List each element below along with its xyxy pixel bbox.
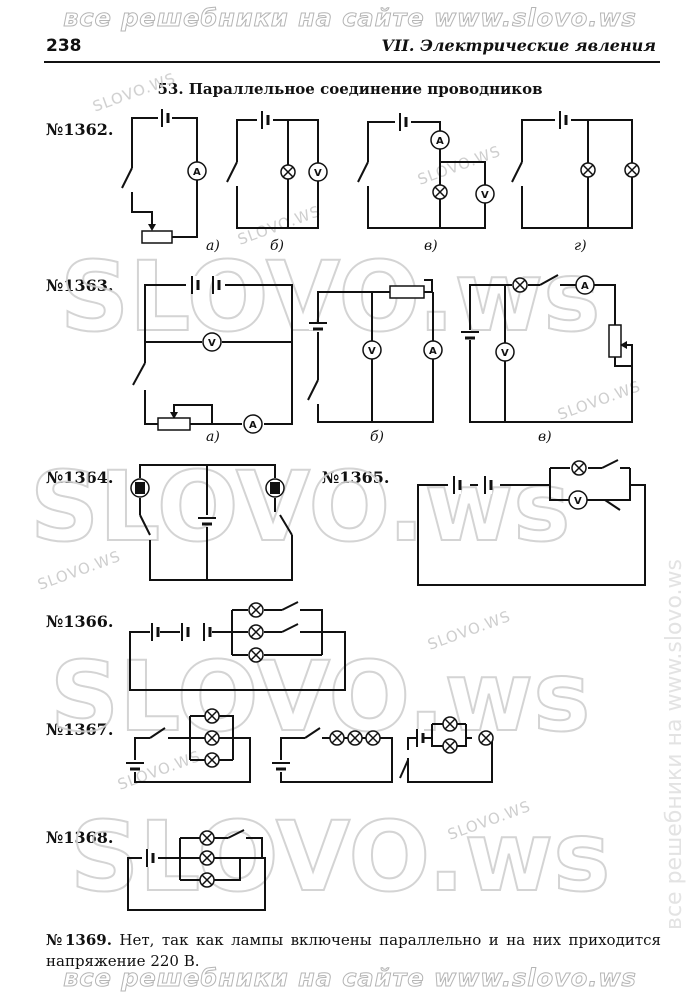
- problem-number-1364: №1364.: [46, 468, 114, 487]
- problem-number-1369: №1369.: [46, 931, 112, 949]
- watermark-bottom-banner: все решебники на сайте www.slovo.ws: [63, 964, 637, 993]
- voltmeter-label: V: [314, 168, 322, 179]
- watermark-small-2: SLOVO.WS: [415, 142, 503, 189]
- caption-1363-a: а): [206, 429, 220, 445]
- caption-1363-v: в): [538, 429, 552, 445]
- watermark-layer: SLOVO.ws SLOVO.ws SLOVO.ws SLOVO.ws SLOV…: [29, 69, 643, 914]
- caption-1362-g: г): [574, 238, 587, 254]
- watermark-top-banner: все решебники на сайте www.slovo.ws: [63, 4, 637, 33]
- caption-1363-b: б): [370, 429, 384, 445]
- voltmeter-label: V: [208, 338, 216, 349]
- caption-1362-v: в): [424, 238, 438, 254]
- circuit-1362-b: V б): [226, 109, 328, 254]
- problem-number-1365: №1365.: [322, 468, 390, 487]
- ammeter-label: A: [193, 167, 201, 178]
- watermark-small-1: SLOVO.WS: [90, 69, 178, 116]
- circuit-1362-v: A V в): [357, 111, 495, 254]
- circuit-1367-b: [270, 727, 393, 783]
- watermark-big-3: SLOVO.ws: [50, 641, 590, 753]
- problem-number-1368: №1368.: [46, 828, 114, 847]
- problem-number-1362: №1362.: [46, 120, 114, 139]
- voltmeter-label: V: [574, 496, 582, 507]
- page-number: 238: [46, 36, 82, 56]
- voltmeter-label: V: [501, 348, 509, 359]
- circuit-1362-g: г): [511, 109, 640, 254]
- circuit-1367-a: [124, 708, 251, 783]
- problem-1369-answer: №1369. Нет, так как лампы включены парал…: [46, 930, 661, 972]
- watermark-big-1: SLOVO.ws: [60, 241, 600, 353]
- caption-1362-b: б): [270, 238, 284, 254]
- voltmeter-label: V: [368, 346, 376, 357]
- problem-1369-text: Нет, так как лампы включены параллельно …: [46, 931, 661, 970]
- ammeter-label: A: [429, 346, 437, 357]
- circuit-1368: [127, 829, 266, 911]
- circuit-1363-b: V A б): [307, 279, 443, 445]
- running-head: VII. Электрические явления: [381, 36, 656, 55]
- circuit-1363-v: A V в): [459, 274, 633, 445]
- ammeter-label: A: [436, 136, 444, 147]
- voltmeter-label: V: [481, 190, 489, 201]
- problem-number-1366: №1366.: [46, 612, 114, 631]
- watermark-side: все решебники на www.slovo.ws: [662, 559, 687, 930]
- watermark-big-2: SLOVO.ws: [30, 451, 570, 563]
- circuit-1362-a: A а): [121, 107, 220, 254]
- section-title: 53. Параллельное соединение проводников: [157, 80, 543, 98]
- problem-number-1363: №1363.: [46, 276, 114, 295]
- circuit-1367-v: [399, 716, 494, 783]
- problem-number-1367: №1367.: [46, 720, 114, 739]
- caption-1362-a: а): [206, 238, 220, 254]
- ammeter-label: A: [581, 281, 589, 292]
- circuit-1364: [130, 464, 293, 581]
- watermark-small-4: SLOVO.WS: [555, 377, 643, 424]
- header-rule: [44, 61, 660, 63]
- circuit-1366: [129, 601, 346, 691]
- circuit-1365: V: [417, 459, 646, 586]
- circuit-1363-a: V A а): [132, 274, 293, 445]
- ammeter-label: A: [249, 420, 257, 431]
